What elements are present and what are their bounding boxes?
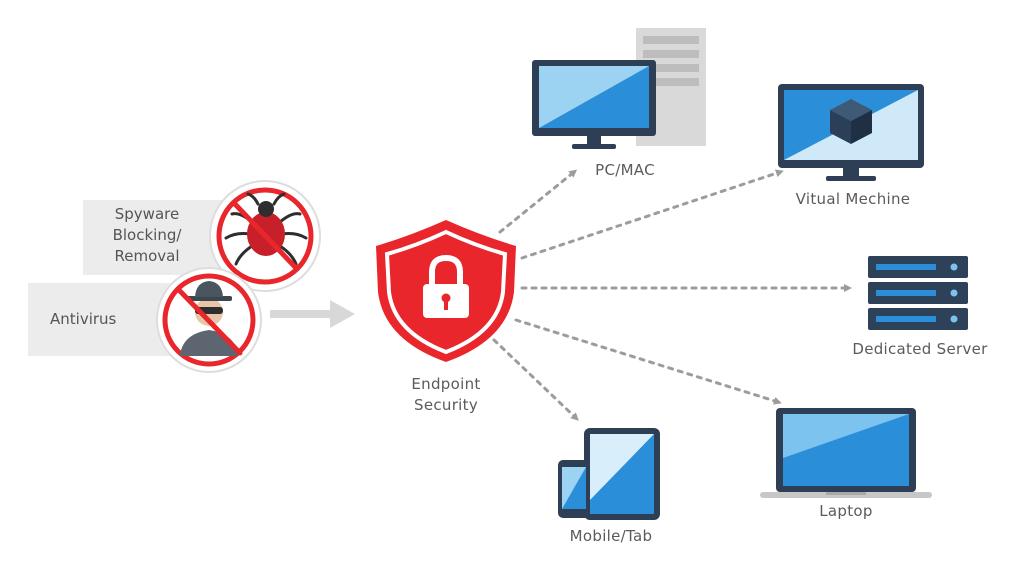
lock-icon <box>423 254 469 318</box>
vm-label: Vitual Mechine <box>796 190 911 208</box>
phone-icon <box>558 460 590 518</box>
connector-laptop <box>514 318 782 405</box>
pc-label: PC/MAC <box>595 161 655 179</box>
server-label: Dedicated Server <box>852 340 988 358</box>
threat-to-shield-arrow <box>270 300 355 328</box>
spyware-label-line2: Blocking/ <box>113 226 183 244</box>
tablet-icon <box>584 428 660 520</box>
cube-icon <box>830 99 872 144</box>
laptop-icon <box>760 408 932 498</box>
connector-vm <box>520 169 784 260</box>
connector-mobile <box>492 338 579 421</box>
spyware-label-line3: Removal <box>114 247 179 265</box>
endpoint-label-line2: Security <box>414 396 478 414</box>
endpoint-label-line1: Endpoint <box>411 375 480 393</box>
connector-pc <box>498 169 578 234</box>
pc-icon <box>532 28 706 149</box>
server-icon <box>868 256 968 330</box>
spyware-label-line1: Spyware <box>115 205 179 223</box>
antivirus-label: Antivirus <box>50 310 117 328</box>
spy-blocked-icon <box>156 267 262 373</box>
bug-blocked-icon <box>209 180 321 292</box>
laptop-label: Laptop <box>819 502 872 520</box>
mobile-label: Mobile/Tab <box>570 527 653 545</box>
connectors <box>492 169 852 421</box>
